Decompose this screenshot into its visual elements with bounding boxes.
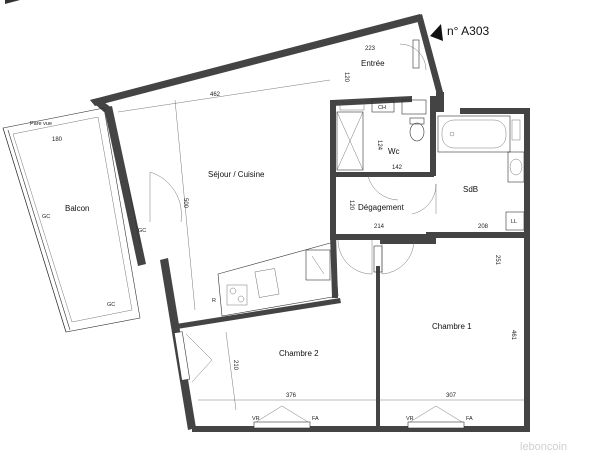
room-chambre2: Chambre 2 — [279, 349, 319, 358]
corner-fragment — [5, 0, 20, 4]
dim-214: 214 — [374, 224, 385, 230]
dim-307: 307 — [446, 393, 457, 399]
dim-line-500 — [174, 99, 196, 311]
wall-chambre1-top — [380, 238, 436, 244]
balcony-rail-inner — [7, 129, 71, 331]
room-sdb: SdB — [463, 185, 478, 194]
wall-deg-left — [330, 176, 336, 238]
bathtub — [437, 115, 511, 153]
watermark-text: leboncoin — [520, 441, 567, 453]
dim-223: 223 — [365, 46, 376, 52]
wc-wall-unit — [401, 99, 427, 115]
fa-label-2: FA — [466, 416, 473, 422]
wall-kitchen-right — [330, 234, 338, 298]
wall-wc-bottom — [330, 172, 434, 177]
room-degagement: Dégagement — [358, 203, 405, 212]
window-left-opening — [185, 333, 213, 383]
chambre1-door-swing — [381, 239, 415, 275]
ch-label: CH — [378, 105, 386, 111]
entry-door-swing — [399, 43, 427, 71]
ll-box — [505, 211, 525, 231]
sink-counter — [507, 151, 525, 183]
dim-500: 500 — [182, 198, 188, 209]
toilet-bowl-icon — [409, 122, 425, 142]
gc-label-1: GC — [42, 214, 50, 220]
ll-label: LL — [511, 219, 517, 225]
dim-142: 142 — [392, 165, 403, 171]
north-arrow-icon — [430, 24, 443, 41]
dim-210: 210 — [232, 360, 238, 371]
room-entree: Entrée — [361, 59, 385, 68]
wall-right-top — [460, 108, 528, 114]
dim-461: 461 — [510, 330, 516, 341]
wall-sejour-chambres — [176, 298, 341, 329]
burner-1 — [229, 287, 237, 295]
dim-124: 124 — [376, 140, 382, 151]
door-frame — [373, 245, 383, 273]
dim-120a: 120 — [343, 72, 349, 83]
wall-chambre-divider — [376, 266, 380, 428]
cooktop-icon — [226, 284, 248, 306]
balcony-inner — [12, 116, 133, 323]
wall-sdb-bottom — [426, 232, 530, 238]
sdb-door-swing — [411, 183, 437, 215]
gc-label-3: GC — [138, 228, 146, 234]
kitchen-counter — [217, 241, 339, 317]
dim-line-210 — [225, 331, 237, 411]
dim-line-462 — [117, 79, 331, 113]
room-balcon: Balcon — [65, 204, 89, 213]
dim-208: 208 — [478, 224, 489, 230]
pare-vue-label: Pare vue — [30, 121, 52, 127]
dim-251: 251 — [494, 255, 500, 266]
window-chambre2-opening — [255, 405, 309, 423]
room-sejour: Séjour / Cuisine — [208, 170, 265, 179]
vr-label-1: VR — [252, 416, 260, 422]
gc-label-2: GC — [107, 302, 115, 308]
balcony-rail — [2, 127, 67, 333]
bathtub-inner — [441, 119, 507, 149]
entry-door — [412, 39, 420, 69]
wall-left-top — [90, 98, 112, 112]
closet-top — [339, 99, 365, 111]
toilet-tank — [409, 117, 425, 125]
ch-box — [371, 99, 395, 113]
wall-wc-right — [430, 96, 436, 176]
sink-basin-icon — [509, 158, 523, 176]
burner-2 — [237, 295, 245, 303]
dim-376: 376 — [286, 393, 297, 399]
fridge-r-label: R — [212, 298, 216, 304]
bath-drain-icon — [449, 131, 455, 137]
closet-cross-2 — [336, 111, 364, 171]
unit-number: n° A303 — [447, 24, 489, 38]
wall-right — [524, 108, 530, 432]
room-chambre1: Chambre 1 — [432, 322, 472, 331]
window-chambre2-left — [173, 331, 191, 381]
fridge-handle — [311, 255, 325, 275]
vr-label-2: VR — [406, 416, 414, 422]
bath-tap — [511, 119, 521, 141]
wall-top — [90, 14, 422, 106]
wall-wc-left — [330, 100, 336, 176]
kitchen-sink-icon — [254, 268, 280, 298]
fridge-icon — [305, 249, 331, 281]
window-chambre2 — [253, 421, 311, 429]
dim-180: 180 — [52, 137, 63, 143]
wall-entry-right — [416, 14, 443, 95]
storage-closet — [336, 111, 364, 171]
fa-label-1: FA — [312, 416, 319, 422]
dim-462: 462 — [210, 92, 221, 98]
wc-door-swing — [367, 175, 399, 201]
chambre2-door-swing — [337, 239, 373, 275]
balcony-door-swing — [149, 171, 182, 223]
room-wc: Wc — [388, 147, 400, 156]
wall-sdb-top — [436, 92, 444, 112]
balcony-door-frame — [127, 182, 141, 246]
dim-120b: 120 — [348, 200, 354, 211]
window-chambre1-opening — [409, 405, 463, 423]
wall-left — [104, 106, 146, 266]
window-chambre1 — [407, 421, 465, 429]
wall-bottom — [192, 426, 530, 432]
